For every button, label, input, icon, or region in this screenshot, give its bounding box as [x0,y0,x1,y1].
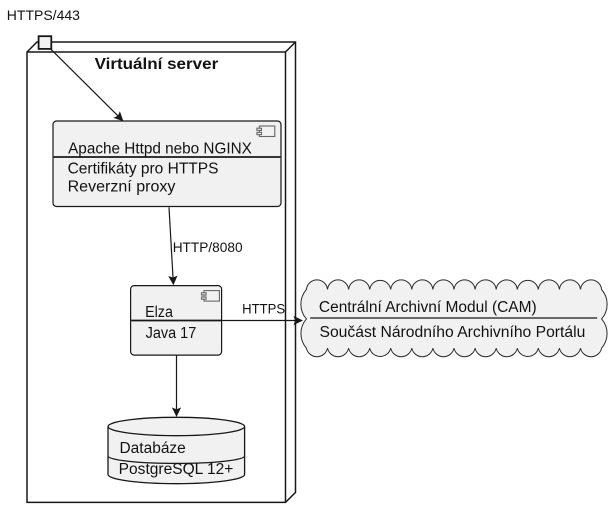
svg-text:Apache Httpd nebo NGINX: Apache Httpd nebo NGINX [68,140,252,157]
svg-text:Java 17: Java 17 [146,325,197,342]
svg-text:Certifikáty pro HTTPS: Certifikáty pro HTTPS [68,160,219,177]
svg-text:Databáze: Databáze [120,440,186,457]
svg-text:Součást Národního Archivního P: Součást Národního Archivního Portálu [320,324,586,341]
svg-text:HTTPS/443: HTTPS/443 [7,7,80,23]
svg-text:HTTPS: HTTPS [242,301,285,317]
svg-text:PostgreSQL 12+: PostgreSQL 12+ [119,461,234,478]
svg-text:Centrální Archivní Modul (CAM): Centrální Archivní Modul (CAM) [319,299,537,316]
svg-text:Virtuální server: Virtuální server [95,56,219,73]
svg-text:Reverzní proxy: Reverzní proxy [68,178,176,195]
svg-text:HTTP/8080: HTTP/8080 [173,239,243,255]
svg-text:Elza: Elza [145,304,173,321]
